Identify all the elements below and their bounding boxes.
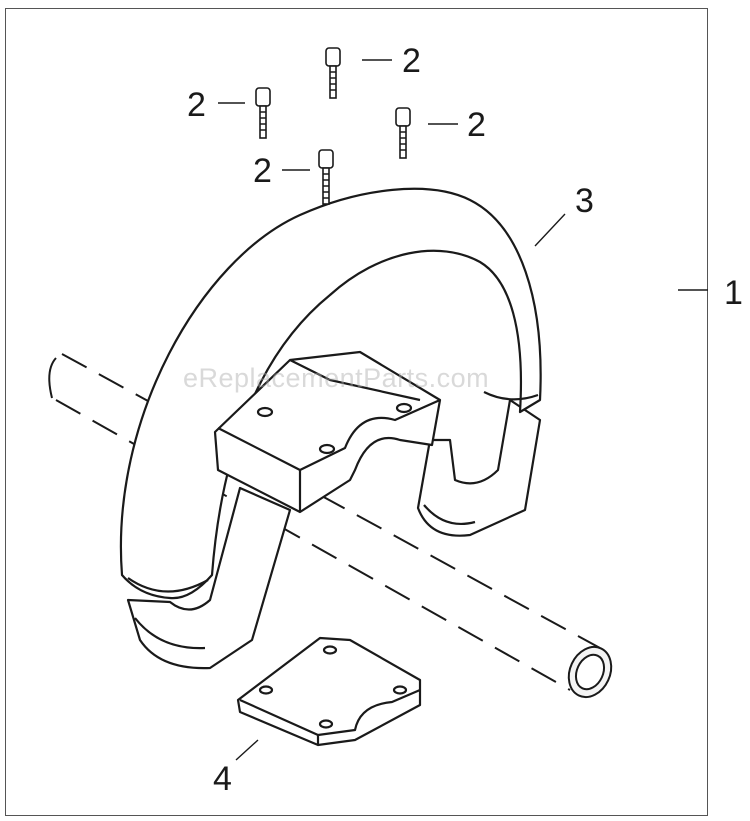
callout-screw-center: 2 xyxy=(253,152,272,190)
watermark: eReplacementParts.com xyxy=(183,363,490,393)
handle-loop xyxy=(119,187,542,670)
callout-screw-left: 2 xyxy=(187,86,206,124)
callout-handle-loop: 3 xyxy=(575,182,594,220)
leader-lines xyxy=(218,59,708,761)
screw-left xyxy=(255,87,271,139)
callout-lower-clamp: 4 xyxy=(213,760,232,798)
callout-assembly: 1 xyxy=(724,274,743,312)
screw-center xyxy=(318,149,334,205)
callout-screw-right: 2 xyxy=(467,106,486,144)
lower-clamp xyxy=(236,636,422,747)
callout-screw-top: 2 xyxy=(402,42,421,80)
screw-right xyxy=(395,107,411,159)
screw-top xyxy=(325,47,341,99)
